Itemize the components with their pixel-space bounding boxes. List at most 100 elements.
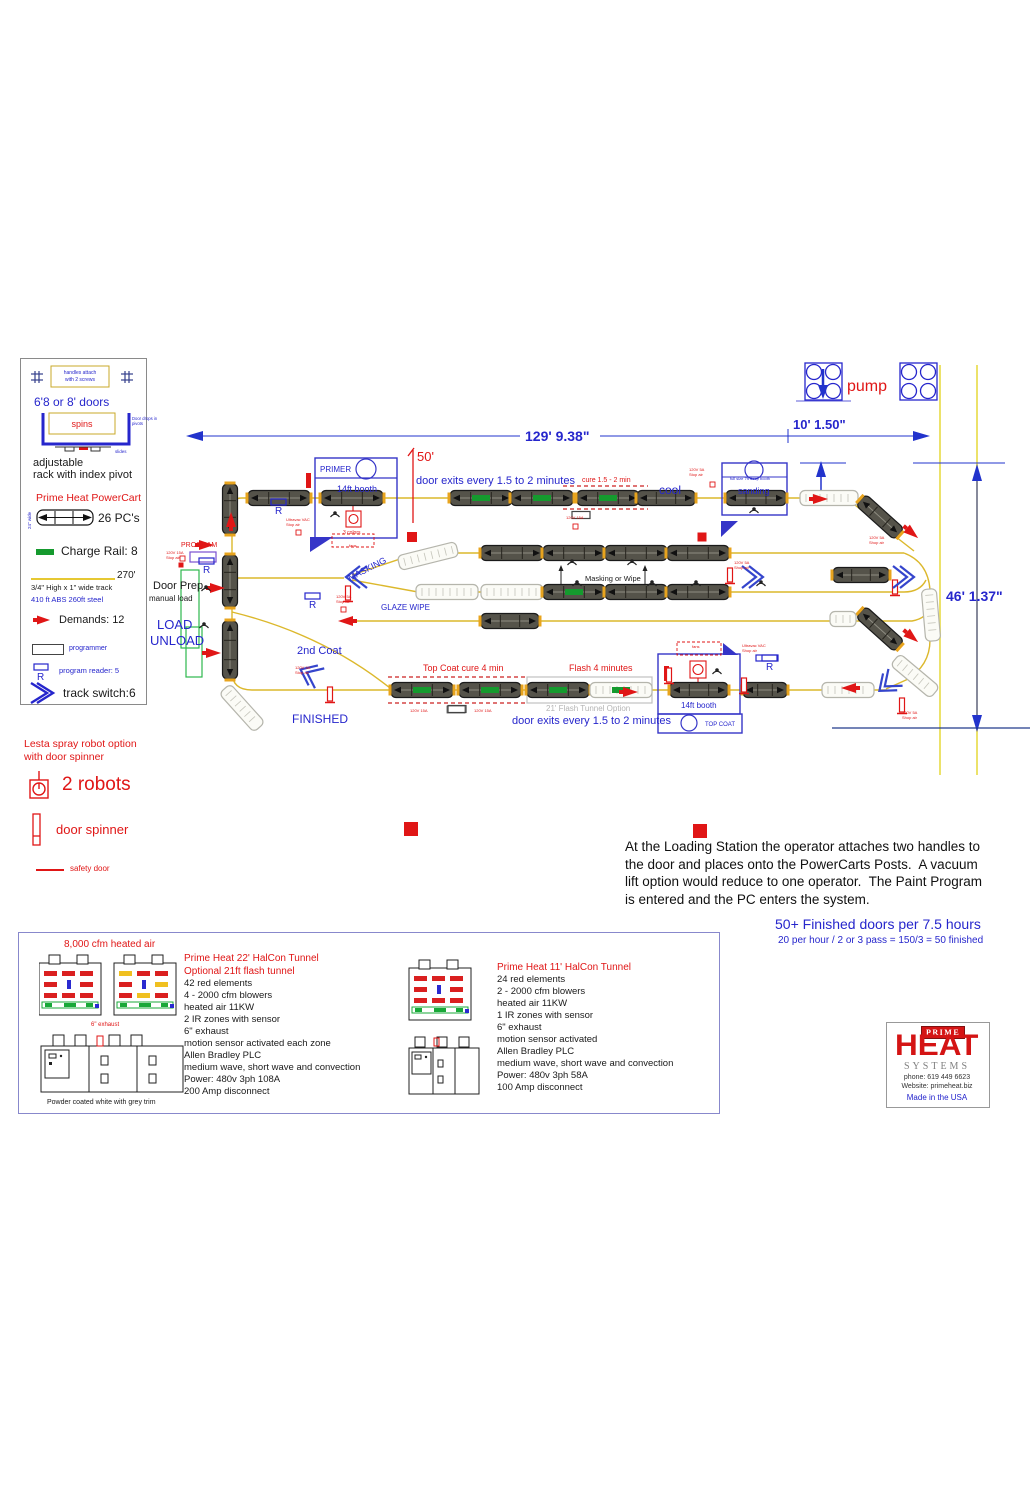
diagram-label: Stop air: [295, 670, 309, 675]
air-post: [725, 567, 735, 585]
operator-icon: [712, 668, 722, 675]
diagram-label: Stop air: [689, 472, 703, 477]
track-switch-icon: [892, 565, 916, 589]
red-square-marker: [407, 532, 417, 542]
outlet-square: [572, 523, 579, 530]
charge-rail: [533, 495, 551, 501]
diagram-label: FINISHED: [292, 712, 348, 726]
diagram-label: door exits every 1.5 to 2 minutes: [512, 715, 671, 727]
spec-line: 6" exhaust: [497, 1022, 542, 1033]
track-switch-icon: [298, 664, 325, 689]
diagram-label: Ultravac VAC: [286, 517, 310, 522]
red-square-marker: [697, 532, 707, 542]
note-line: lift option would reduce to one operator…: [625, 874, 982, 889]
diagram-label: 120V 5A: [869, 535, 885, 540]
diagram-label: LOAD: [157, 617, 192, 632]
air-post: [897, 697, 907, 715]
charge-rail: [599, 495, 617, 501]
diagram-label: Shop air: [902, 715, 918, 720]
powercart: [524, 681, 592, 699]
demand-marker: [809, 494, 828, 504]
pcs-count-label: 26 PC's: [98, 511, 140, 525]
slides-label: slides: [115, 449, 127, 454]
powercart: [740, 681, 790, 699]
spec-11ft: Prime Heat 11' HalCon Tunnel 24 red elem…: [497, 961, 717, 1094]
diagram-label: 14ft booth: [681, 701, 717, 710]
tunnel-spec-panel: 8,000 cfm heated air 6" exhaust Powder c…: [18, 932, 720, 1114]
cure-tunnel: [563, 485, 648, 510]
diagram-label: 120V 5A: [336, 594, 352, 599]
diagram-label: UNLOAD: [150, 633, 204, 648]
spec-line: 1 IR zones with sensor: [497, 1010, 594, 1021]
pump-icon: [899, 362, 938, 401]
powercart-ghost: [891, 654, 939, 698]
diagram-label: 120V 15A: [566, 515, 584, 520]
programmer-icon: [32, 644, 64, 655]
powercart: [602, 583, 670, 601]
charge-rail-icon: [36, 549, 54, 555]
spins-label: spins: [71, 419, 93, 429]
spec-line: 100 Amp disconnect: [497, 1082, 583, 1093]
operator-icon: [756, 580, 766, 587]
charge-rail: [481, 687, 499, 693]
operator-icon: [199, 622, 209, 629]
sanding-booth: [721, 460, 788, 537]
diagram-label: Shop air: [869, 540, 885, 545]
logo-prime: PRIME: [921, 1026, 966, 1039]
diagram-label: 120V 5A: [734, 560, 750, 565]
demand-marker: [226, 512, 236, 531]
operator-icon: [201, 585, 211, 592]
charge-rail: [549, 687, 567, 693]
tunnel-side-view: [40, 1034, 184, 1093]
red-square-marker: [693, 824, 707, 838]
spec-22ft-title: Prime Heat 22' HalCon Tunnel: [184, 953, 319, 964]
spec-22ft-subtitle: Optional 21ft flash tunnel: [184, 965, 295, 977]
diagram-label: Stop air: [166, 555, 180, 560]
note-line: is entered and the PC enters the system.: [625, 891, 870, 907]
diagram-label: PRIMER: [320, 465, 351, 474]
operator-icon: [567, 559, 577, 566]
powercart-ghost: [480, 583, 544, 601]
diagram-label: pump: [847, 378, 887, 395]
svg-text:R: R: [275, 506, 282, 517]
spec-line: Allen Bradley PLC: [497, 1046, 575, 1057]
charge-rail-label: Charge Rail: 8: [61, 544, 138, 558]
air-post: [325, 686, 335, 704]
robots-count-label: 2 robots: [62, 774, 131, 795]
demand-marker: [202, 648, 221, 658]
diagram-label: 120V 15A: [410, 708, 428, 713]
spec-line: 6" exhaust: [184, 1026, 229, 1037]
diagram-label: 3 colors: [343, 530, 361, 536]
spins-rack-icon: spins Door drops in pivots slides: [41, 412, 158, 454]
exhaust-caption: 6" exhaust: [91, 1022, 120, 1028]
diagram-label: Shop air: [742, 648, 758, 653]
adjustable-label2: rack with index pivot: [33, 469, 133, 481]
spec-line: Allen Bradley PLC: [184, 1050, 262, 1061]
diagram-label: PROGRAM: [181, 542, 217, 549]
demand-icon: [33, 615, 50, 625]
program-reader-icon: R: [270, 498, 287, 517]
handles-label: handles attach: [64, 370, 97, 376]
powercart: [245, 489, 313, 507]
diagram-label: Ultravac VAC: [742, 643, 766, 648]
cart-width-label: 24" wide: [27, 511, 32, 529]
track-material-label: 410 ft ABS 260ft steel: [31, 595, 104, 604]
program-reader-icon: R: [33, 663, 49, 682]
programmer-box: [447, 704, 467, 714]
spec-line: medium wave, short wave and convection: [184, 1062, 361, 1073]
demand-marker: [195, 540, 214, 550]
door-spinner-icon: [32, 813, 41, 846]
diagram-label: 21' Flash Tunnel Option: [546, 704, 630, 713]
powercart: [602, 544, 670, 562]
demand-marker: [902, 628, 919, 643]
program-reader-icon: R: [198, 557, 215, 576]
diagram-label: TOP COAT: [705, 722, 735, 728]
spec-line: 200 Amp disconnect: [184, 1086, 270, 1097]
doors-label: 6'8 or 8' doors: [34, 395, 110, 409]
element-bar: [306, 473, 311, 488]
powercart: [478, 612, 542, 630]
powercart: [456, 681, 524, 699]
demand-marker: [206, 583, 225, 593]
